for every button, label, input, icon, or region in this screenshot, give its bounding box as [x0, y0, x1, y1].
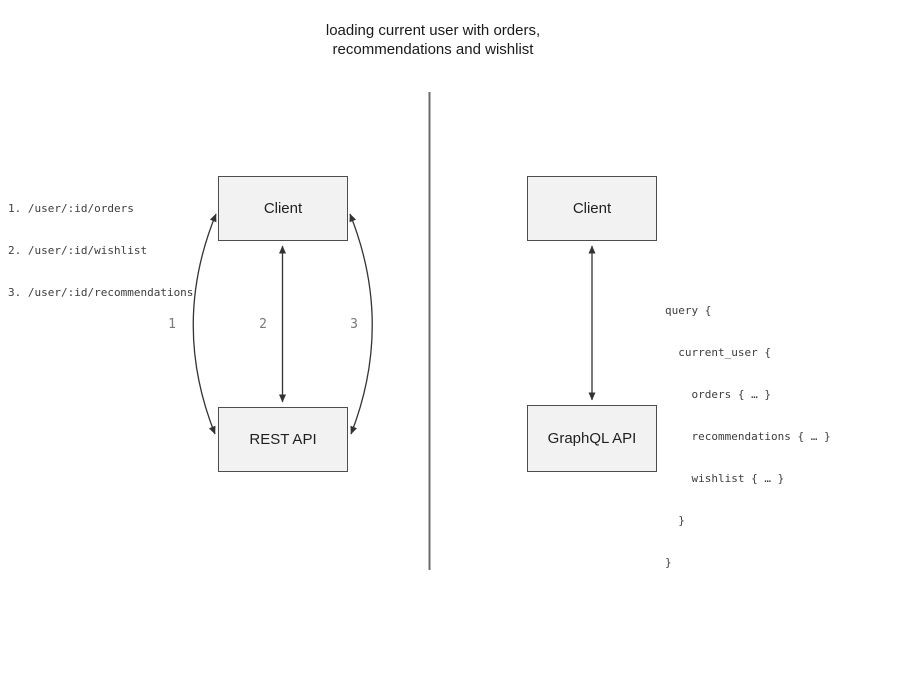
query-line-orders: orders { … }	[665, 388, 771, 401]
rest-api-box-label: REST API	[249, 431, 317, 448]
arrow-label-2: 2	[259, 317, 267, 332]
client-box-rest: Client	[218, 176, 348, 241]
graphql-query-block: query { current_user { orders { … } reco…	[665, 276, 831, 598]
arrow-label-1: 1	[168, 317, 176, 332]
endpoint-item-wishlist: 2. /user/:id/wishlist	[8, 244, 148, 257]
graphql-api-box-label: GraphQL API	[547, 430, 637, 447]
diagram-title: loading current user with orders, recomm…	[233, 21, 633, 59]
query-line-wishlist: wishlist { … }	[665, 472, 785, 485]
arrow-label-3: 3	[350, 317, 358, 332]
diagram-title-line-1: loading current user with orders,	[325, 22, 541, 39]
endpoint-item-orders: 1. /user/:id/orders	[8, 202, 134, 215]
graphql-api-box: GraphQL API	[527, 405, 657, 472]
client-box-graphql: Client	[527, 176, 657, 241]
query-line-recommendations: recommendations { … }	[665, 430, 831, 443]
endpoint-list: 1. /user/:id/orders 2. /user/:id/wishlis…	[8, 174, 193, 328]
endpoint-item-recommendations: 3. /user/:id/recommendations	[8, 286, 194, 299]
rest-arrow-3-curve	[349, 213, 373, 435]
rest-api-box: REST API	[218, 407, 348, 472]
query-line-current-user: current_user {	[665, 346, 771, 359]
diagram-title-line-2: recommendations and wishlist	[332, 41, 534, 58]
query-line-open: query {	[665, 304, 712, 317]
client-box-graphql-label: Client	[572, 200, 612, 217]
client-box-rest-label: Client	[263, 200, 303, 217]
rest-arrow-1-curve	[192, 213, 217, 435]
query-line-close-inner: }	[665, 514, 685, 527]
query-line-close-outer: }	[665, 556, 672, 569]
